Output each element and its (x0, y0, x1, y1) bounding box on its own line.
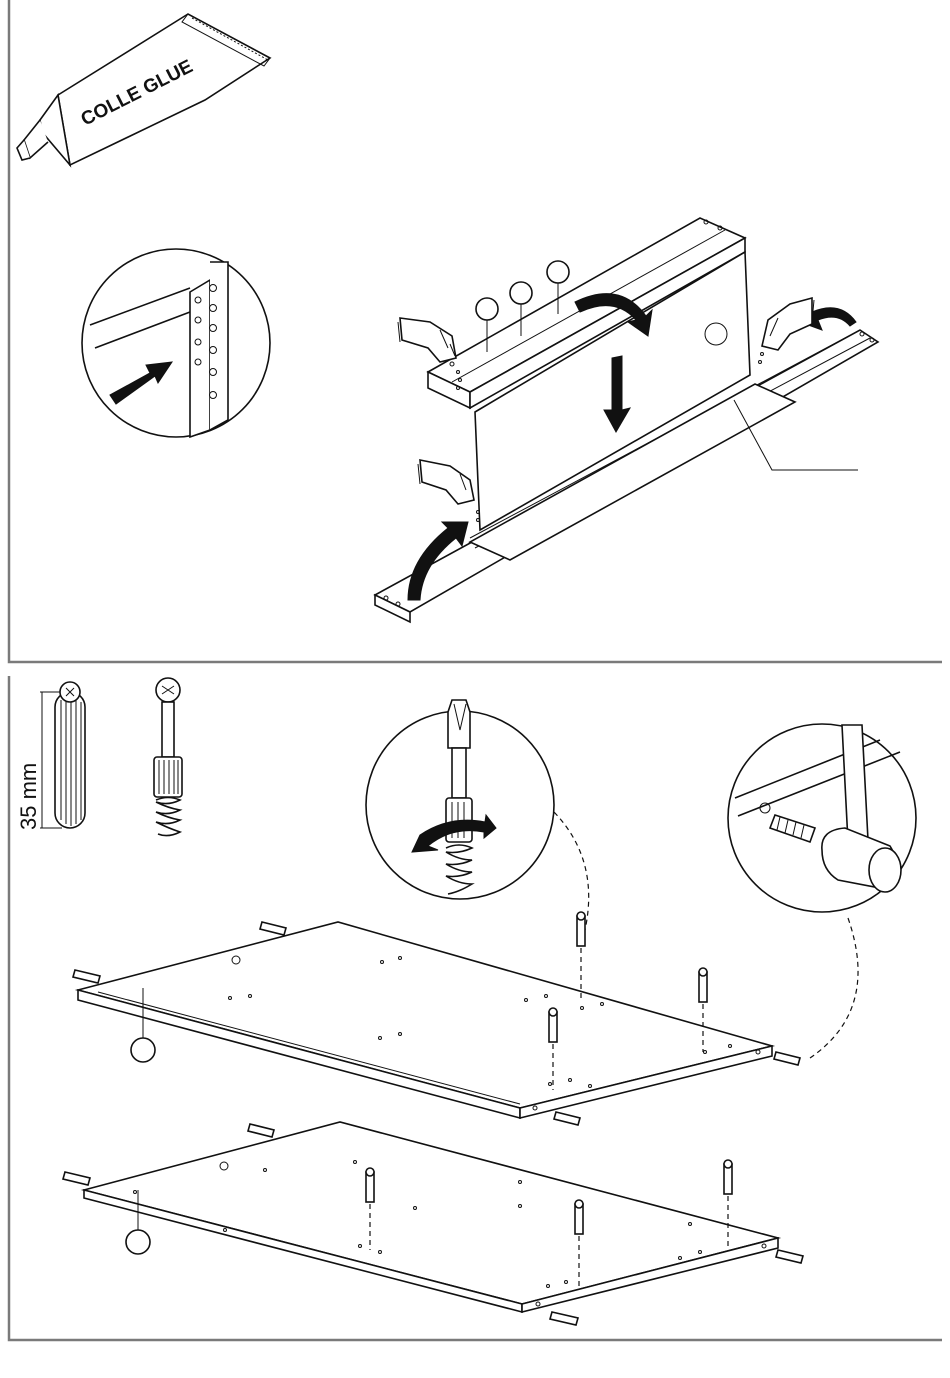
callout-circle (510, 282, 532, 304)
hand-glue-icon (398, 318, 456, 366)
dowel-hardware: 35 mm (16, 678, 182, 836)
callout-circle (131, 1038, 155, 1062)
hammer-magnifier (728, 724, 916, 1058)
hand-glue-icon (762, 298, 814, 350)
cam-bolt-icon (154, 678, 182, 836)
dowel-length-label: 35 mm (16, 763, 41, 830)
wooden-dowel-icon (55, 682, 85, 828)
glue-detail-magnifier (82, 249, 270, 437)
shelf-panel-top (78, 922, 772, 1118)
callout-circle (476, 298, 498, 320)
callout-circle (126, 1230, 150, 1254)
screwdriver-magnifier (366, 700, 589, 930)
glue-tube-icon: COLLE GLUE (17, 14, 270, 165)
shelf-panel-bottom (84, 1122, 778, 1312)
callout-circle (547, 261, 569, 283)
hand-glue-icon (418, 460, 474, 504)
cabinet-side-assembly (375, 218, 878, 622)
